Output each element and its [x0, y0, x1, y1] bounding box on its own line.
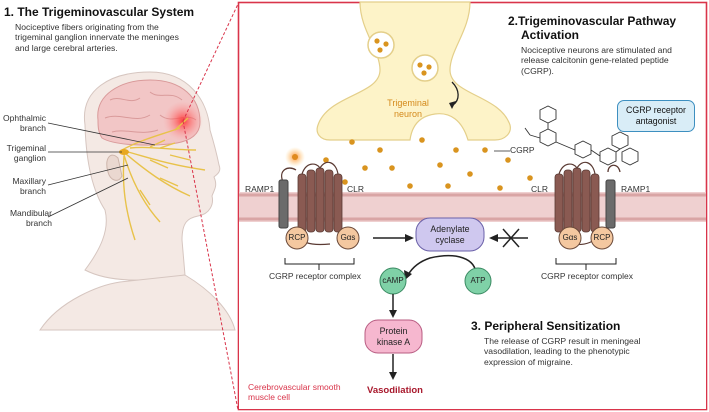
cell-label: Cerebrovascular smooth muscle cell — [248, 382, 341, 402]
antagonist-molecule — [524, 105, 639, 166]
adenylate-cyclase-label: Adenylate cyclase — [430, 224, 470, 245]
section3-description: The release of CGRP result in meningeal … — [484, 336, 641, 367]
atp-label: ATP — [470, 276, 486, 285]
label-maxillary: Maxillary branch — [12, 176, 46, 196]
atp — [464, 267, 492, 295]
right-galpha — [558, 226, 582, 250]
left-receptor — [278, 147, 360, 270]
left-galpha — [336, 226, 360, 250]
section2-title-line1: 2.Trigeminovascular Pathway — [508, 14, 677, 28]
left-clr-label: CLR — [347, 184, 365, 194]
cgrp-leader — [494, 150, 510, 152]
protein-kinase-a-label: Protein kinase A — [376, 326, 411, 347]
left-galpha-label: Gαs — [340, 233, 356, 242]
antagonist-box: CGRP receptor antagonist — [617, 100, 695, 132]
antagonist-label: CGRP receptor antagonist — [626, 105, 686, 126]
protein-kinase-a — [364, 319, 423, 354]
label-mandibular: Mandibular branch — [9, 208, 52, 228]
trigeminal-fibers — [121, 117, 206, 241]
label-trigeminal-ganglion: Trigeminal ganglion — [6, 143, 46, 163]
section1-description: Nociceptive fibers originating from the … — [15, 22, 179, 53]
left-rcp — [285, 226, 309, 250]
blocked-signal-x — [502, 228, 520, 248]
left-ramp1-label: RAMP1 — [245, 184, 275, 194]
section3-title: 3. Peripheral Sensitization — [471, 319, 621, 333]
camp-label: cAMP — [382, 276, 404, 285]
cgrp-particles — [323, 137, 533, 191]
neuron-label: Trigeminal neuron — [387, 98, 429, 119]
adenylate-cyclase — [415, 217, 485, 252]
section2-title-line2: Activation — [521, 28, 580, 42]
right-rcp-label: RCP — [593, 233, 611, 242]
section2-title: 2.Trigeminovascular Pathway Activation — [508, 14, 676, 42]
vesicles — [367, 31, 439, 82]
left-rcp-label: RCP — [288, 233, 306, 242]
cgrp-label: CGRP — [510, 145, 535, 155]
right-complex-label: CGRP receptor complex — [541, 271, 633, 281]
right-clr-label: CLR — [531, 184, 549, 194]
right-ramp1-label: RAMP1 — [621, 184, 651, 194]
label-ophthalmic: Ophthalmic branch — [3, 113, 46, 133]
left-complex-label: CGRP receptor complex — [269, 271, 361, 281]
section2-description: Nociceptive neurons are stimulated and r… — [521, 45, 672, 76]
vasodilation-label: Vasodilation — [367, 385, 423, 396]
right-receptor — [554, 161, 621, 270]
trigeminal-ganglion-marker — [119, 149, 129, 155]
right-rcp — [590, 226, 614, 250]
section1-title: 1. The Trigeminovascular System — [4, 5, 195, 19]
right-galpha-label: Gαs — [562, 233, 578, 242]
